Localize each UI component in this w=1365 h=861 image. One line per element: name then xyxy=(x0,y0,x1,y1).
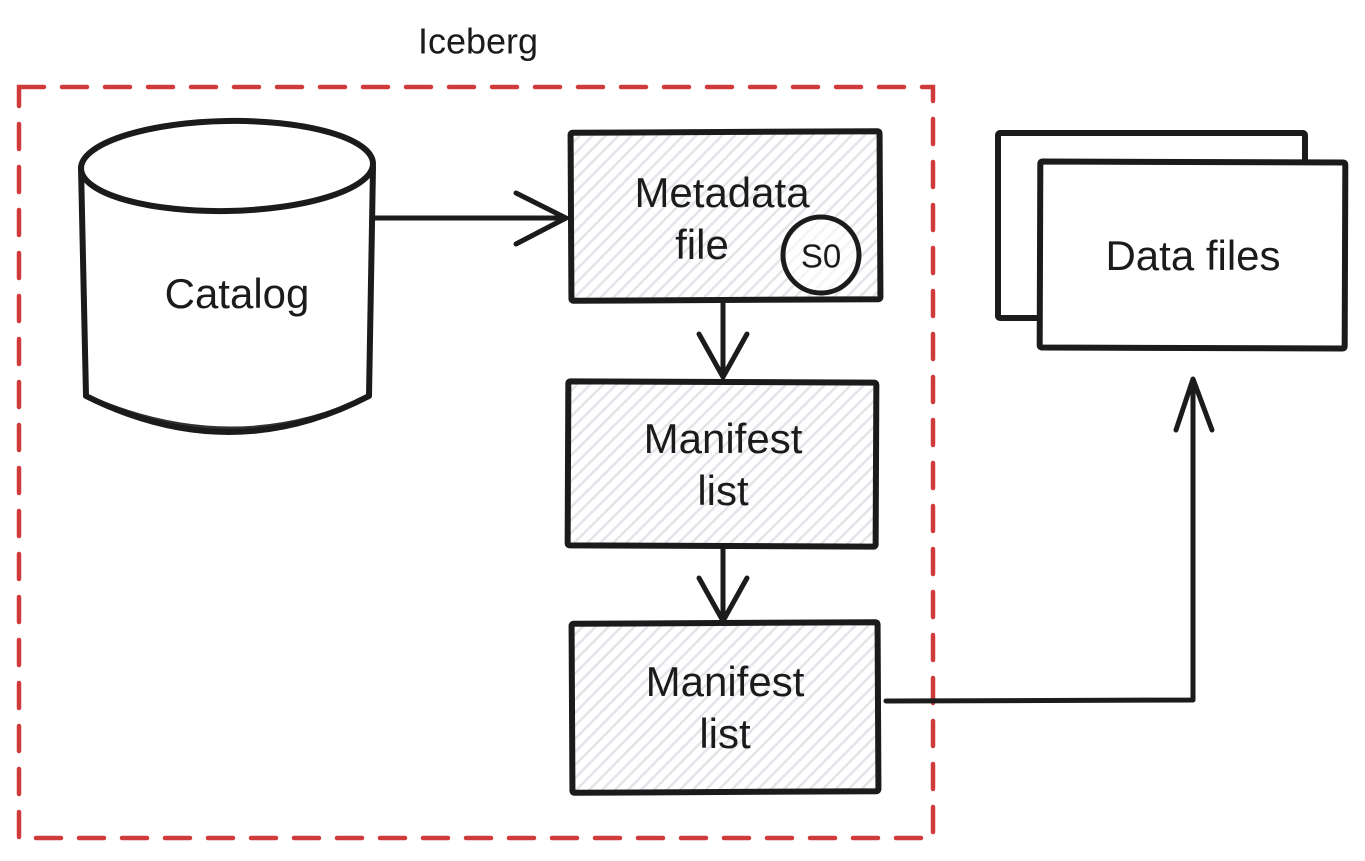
metadata-file-label-line1: Metadata xyxy=(634,168,810,216)
data-files-label: Data files xyxy=(1105,231,1281,279)
data-files-card xyxy=(1036,158,1349,352)
iceberg-boundary xyxy=(16,84,936,841)
manifest-list-bottom-box xyxy=(568,619,882,796)
connector-manifest-to-datafiles xyxy=(883,376,1215,704)
metadata-file-label: Metadata file xyxy=(634,167,809,271)
manifest-list-top-label-line2: list xyxy=(697,467,749,514)
snapshot-badge xyxy=(780,214,862,296)
catalog-label: Catalog xyxy=(164,269,310,317)
connector-metadata-to-manifest xyxy=(696,298,750,383)
metadata-file-label-line2: file xyxy=(675,221,729,268)
manifest-list-top-label-line1: Manifest xyxy=(643,414,803,462)
connector-manifest-to-manifest xyxy=(696,544,750,627)
snapshot-badge-label: S0 xyxy=(800,237,842,275)
manifest-list-bottom-label-line1: Manifest xyxy=(645,657,805,705)
connector-catalog-to-metadata xyxy=(371,190,572,247)
diagram-title: Iceberg xyxy=(417,20,539,62)
catalog-cylinder xyxy=(78,117,376,435)
manifest-list-top-label: Manifest list xyxy=(644,413,803,517)
manifest-list-bottom-label-line2: list xyxy=(699,710,751,757)
manifest-list-bottom-label: Manifest list xyxy=(646,656,805,760)
